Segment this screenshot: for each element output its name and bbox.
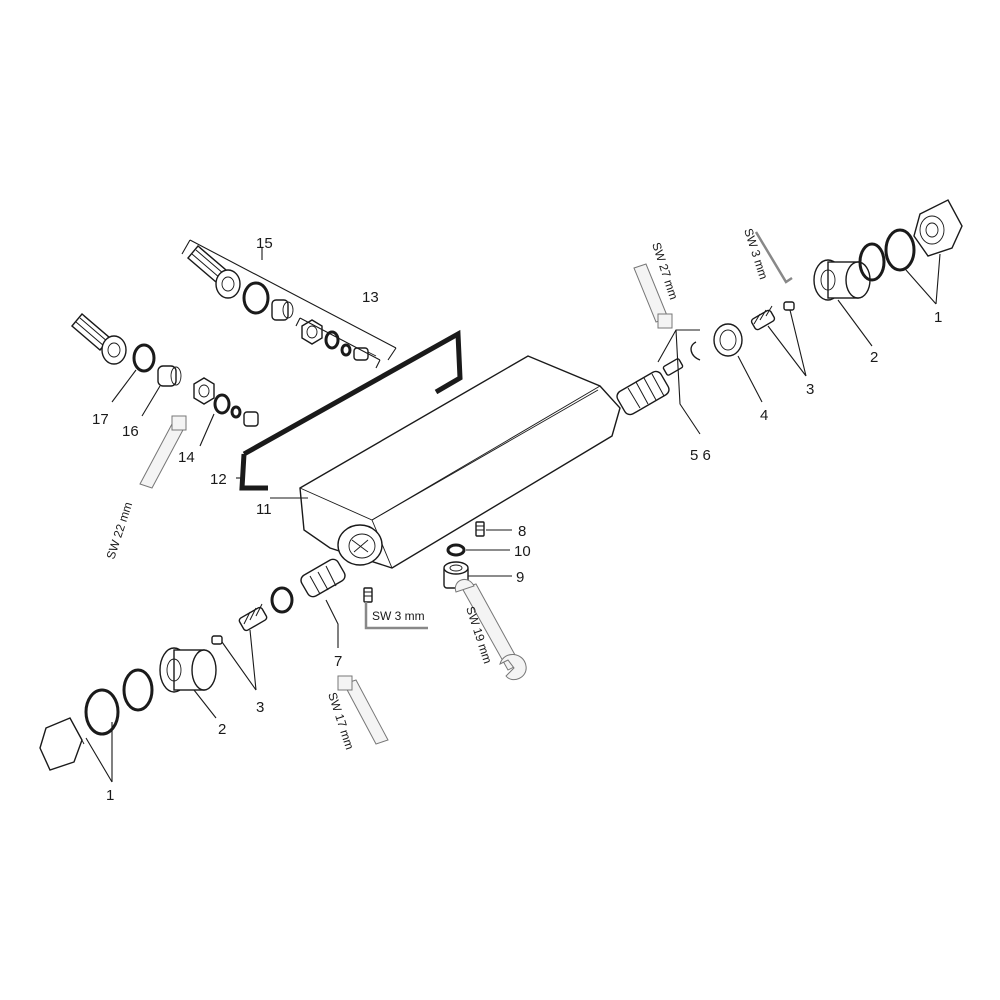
nut-7 xyxy=(270,586,294,614)
part-label-10: 10 xyxy=(514,543,531,560)
part-label-8: 8 xyxy=(518,523,526,540)
shutoff-cartridge xyxy=(300,558,346,598)
clip-5 xyxy=(690,341,701,361)
allen-key-top xyxy=(754,231,793,284)
check-valve-13 xyxy=(353,347,377,361)
leader-lines xyxy=(85,239,941,783)
part-label-14: 14 xyxy=(178,449,195,466)
thermostat-cartridge xyxy=(616,358,684,416)
part-label-4: 4 xyxy=(760,407,768,424)
part-label-1-left: 1 xyxy=(106,787,114,804)
box-wrench-sw27 xyxy=(633,263,673,329)
allen-key-bottom xyxy=(364,602,428,630)
part-label-1-right: 1 xyxy=(934,309,942,326)
nut-4 xyxy=(713,323,743,357)
ring-2-left xyxy=(122,668,154,712)
part-label-12: 12 xyxy=(210,471,227,488)
spindle-3-left xyxy=(238,603,268,632)
part-label-17: 17 xyxy=(92,411,109,428)
connector-lower-threaded xyxy=(71,313,127,365)
part-label-11: 11 xyxy=(256,501,272,518)
grub-screw-bottom xyxy=(363,587,373,603)
tool-label-sw3-top: SW 3 mm xyxy=(741,227,771,281)
handle-1-right xyxy=(913,199,963,257)
box-wrench-sw17 xyxy=(337,675,389,745)
tool-label-sw3-bottom: SW 3 mm xyxy=(372,609,425,623)
screw-3-left xyxy=(211,635,223,645)
handle-1-left xyxy=(39,717,85,771)
nipple-15 xyxy=(271,299,294,321)
o-ring-10 xyxy=(446,543,466,557)
o-ring-15 xyxy=(242,281,270,315)
connector-upper-threaded xyxy=(187,245,241,299)
part-label-5-6: 5 6 xyxy=(690,447,711,464)
nipple-16 xyxy=(157,365,182,387)
part-label-2-right: 2 xyxy=(870,349,878,366)
thermostat-body xyxy=(299,355,621,569)
box-wrench-sw22 xyxy=(139,415,187,489)
part-label-13: 13 xyxy=(362,289,379,306)
small-ring-13 xyxy=(340,343,352,357)
ring-2-right xyxy=(858,242,886,282)
o-ring-13 xyxy=(324,330,340,350)
spindle-3-right xyxy=(750,305,776,331)
part-label-7: 7 xyxy=(334,653,342,670)
part-label-3-left: 3 xyxy=(256,699,264,716)
check-valve-14 xyxy=(243,411,259,427)
seal-frame xyxy=(239,329,463,491)
ring-1-right xyxy=(884,228,916,272)
o-ring-17 xyxy=(132,343,156,373)
open-wrench-sw19 xyxy=(454,578,527,681)
part-label-9: 9 xyxy=(516,569,524,586)
handle-adapter-2-left xyxy=(159,647,217,693)
tool-label-sw22: SW 22 mm xyxy=(104,500,136,561)
part-label-3-right: 3 xyxy=(806,381,814,398)
ring-1-left xyxy=(84,688,120,736)
o-ring-14 xyxy=(213,393,231,415)
grub-screw-8 xyxy=(475,521,485,537)
hex-nut-14 xyxy=(193,377,215,405)
part-label-2-left: 2 xyxy=(218,721,226,738)
screw-3-right xyxy=(783,301,795,311)
part-label-16: 16 xyxy=(122,423,139,440)
hex-nut-13 xyxy=(301,319,323,345)
small-ring-14 xyxy=(230,405,242,419)
part-label-15: 15 xyxy=(256,235,273,252)
